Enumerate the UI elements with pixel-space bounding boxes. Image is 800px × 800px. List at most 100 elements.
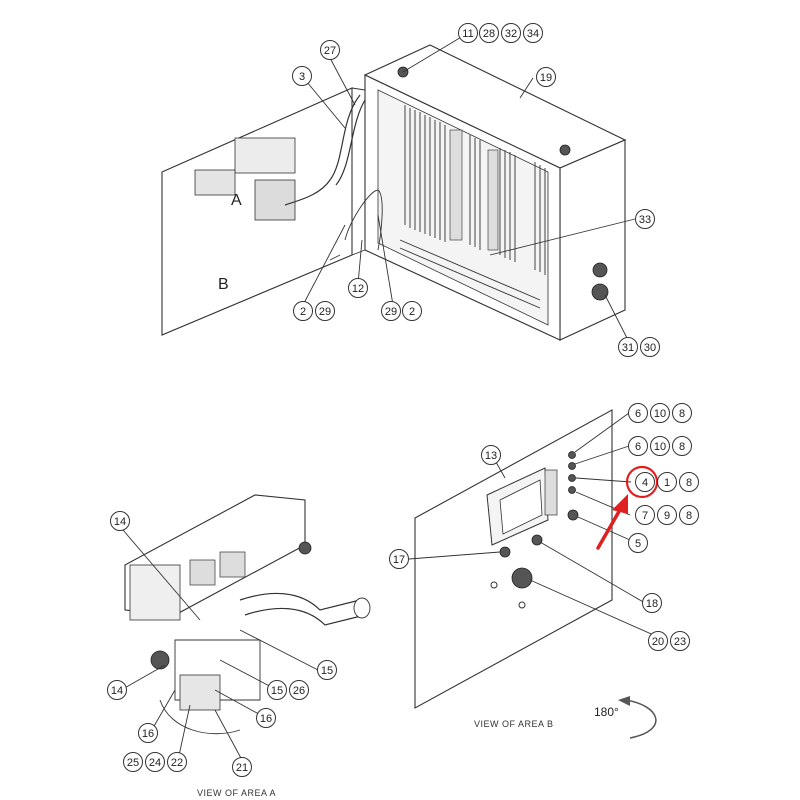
- callout-1: 1: [657, 472, 677, 492]
- callout-2-left: 2: [293, 301, 313, 321]
- svg-text:24: 24: [149, 757, 161, 769]
- svg-text:14: 14: [114, 516, 126, 528]
- callout-33: 33: [635, 209, 655, 229]
- callout-16-left: 16: [138, 723, 158, 743]
- svg-text:9: 9: [664, 510, 670, 522]
- svg-text:31: 31: [622, 342, 634, 354]
- callout-31: 31: [618, 337, 638, 357]
- area-a-letter: A: [231, 192, 242, 209]
- svg-text:4: 4: [642, 477, 648, 489]
- callout-3: 3: [292, 66, 312, 86]
- svg-text:32: 32: [505, 28, 517, 40]
- svg-text:33: 33: [639, 214, 651, 226]
- callout-12: 12: [348, 278, 368, 298]
- svg-text:7: 7: [642, 510, 648, 522]
- callout-9: 9: [657, 505, 677, 525]
- callout-29-left: 29: [315, 301, 335, 321]
- leader-lines-top: [301, 32, 636, 341]
- callout-14-upper: 14: [110, 511, 130, 531]
- svg-text:13: 13: [485, 450, 497, 462]
- callout-28: 28: [479, 23, 499, 43]
- callout-13: 13: [481, 445, 501, 465]
- callout-8-row1: 8: [672, 403, 692, 423]
- callout-18: 18: [642, 593, 662, 613]
- callouts: 11 28 32 34 27 3 19 33 2 29 12 29 2 31 3…: [107, 23, 699, 777]
- callout-29-right: 29: [381, 301, 401, 321]
- svg-text:19: 19: [540, 72, 552, 84]
- callout-7: 7: [635, 505, 655, 525]
- callout-30: 30: [640, 337, 660, 357]
- callout-6-row1: 6: [628, 403, 648, 423]
- area-b-detail: [414, 409, 613, 709]
- callout-24: 24: [145, 752, 165, 772]
- callout-6-row2: 6: [628, 436, 648, 456]
- area-b-caption: VIEW OF AREA B: [474, 719, 554, 729]
- callout-10-row2: 10: [650, 436, 670, 456]
- callout-8-row4: 8: [679, 505, 699, 525]
- callout-17: 17: [389, 549, 409, 569]
- svg-text:10: 10: [654, 408, 666, 420]
- svg-text:8: 8: [686, 510, 692, 522]
- svg-text:1: 1: [664, 477, 670, 489]
- callout-2-right: 2: [402, 301, 422, 321]
- area-a-detail: [124, 494, 371, 735]
- rotation-indicator: 180°: [594, 696, 657, 739]
- callout-11: 11: [458, 23, 478, 43]
- callout-5: 5: [628, 533, 648, 553]
- svg-text:25: 25: [127, 757, 139, 769]
- svg-text:12: 12: [352, 283, 364, 295]
- svg-text:15: 15: [271, 685, 283, 697]
- highlight-arrow-icon: [612, 494, 628, 514]
- svg-text:27: 27: [324, 45, 336, 57]
- area-a-caption: VIEW OF AREA A: [197, 788, 276, 798]
- callout-25: 25: [123, 752, 143, 772]
- enclosure-assembly: [161, 44, 627, 341]
- callout-10-row1: 10: [650, 403, 670, 423]
- svg-text:22: 22: [171, 757, 183, 769]
- svg-text:23: 23: [674, 636, 686, 648]
- door-terminal-block: [234, 137, 296, 174]
- callout-15-upper: 15: [317, 660, 337, 680]
- callout-16-right: 16: [256, 708, 276, 728]
- svg-text:15: 15: [321, 665, 333, 677]
- connector-upper-icon: [592, 262, 608, 278]
- svg-text:18: 18: [646, 598, 658, 610]
- connector-lower-icon: [591, 283, 609, 301]
- rotation-label: 180°: [594, 705, 619, 719]
- area-b-letter: B: [218, 276, 229, 293]
- svg-text:8: 8: [679, 408, 685, 420]
- svg-text:20: 20: [652, 636, 664, 648]
- svg-text:17: 17: [393, 554, 405, 566]
- callout-21: 21: [232, 757, 252, 777]
- svg-text:26: 26: [293, 685, 305, 697]
- svg-text:34: 34: [527, 28, 539, 40]
- svg-text:29: 29: [385, 306, 397, 318]
- svg-text:21: 21: [236, 762, 248, 774]
- svg-text:16: 16: [142, 728, 154, 740]
- svg-text:8: 8: [679, 441, 685, 453]
- svg-text:10: 10: [654, 441, 666, 453]
- svg-text:2: 2: [409, 306, 415, 318]
- svg-text:14: 14: [111, 685, 123, 697]
- internal-components: [399, 105, 546, 309]
- svg-text:16: 16: [260, 713, 272, 725]
- callout-15-lower: 15: [267, 680, 287, 700]
- callout-19: 19: [536, 67, 556, 87]
- callout-8-row3: 8: [679, 472, 699, 492]
- callout-8-row2: 8: [672, 436, 692, 456]
- cable-harness: [284, 94, 361, 206]
- svg-text:5: 5: [635, 538, 641, 550]
- callout-14-lower: 14: [107, 680, 127, 700]
- rotary-switch-icon: [511, 567, 533, 589]
- callout-4: 4: [635, 472, 655, 492]
- door-panel-inside: [414, 409, 613, 709]
- svg-text:8: 8: [686, 477, 692, 489]
- svg-text:28: 28: [483, 28, 495, 40]
- callout-34: 34: [523, 23, 543, 43]
- svg-text:6: 6: [635, 408, 641, 420]
- svg-text:6: 6: [635, 441, 641, 453]
- svg-text:29: 29: [319, 306, 331, 318]
- svg-text:2: 2: [300, 306, 306, 318]
- svg-text:3: 3: [299, 71, 305, 83]
- callout-20: 20: [648, 631, 668, 651]
